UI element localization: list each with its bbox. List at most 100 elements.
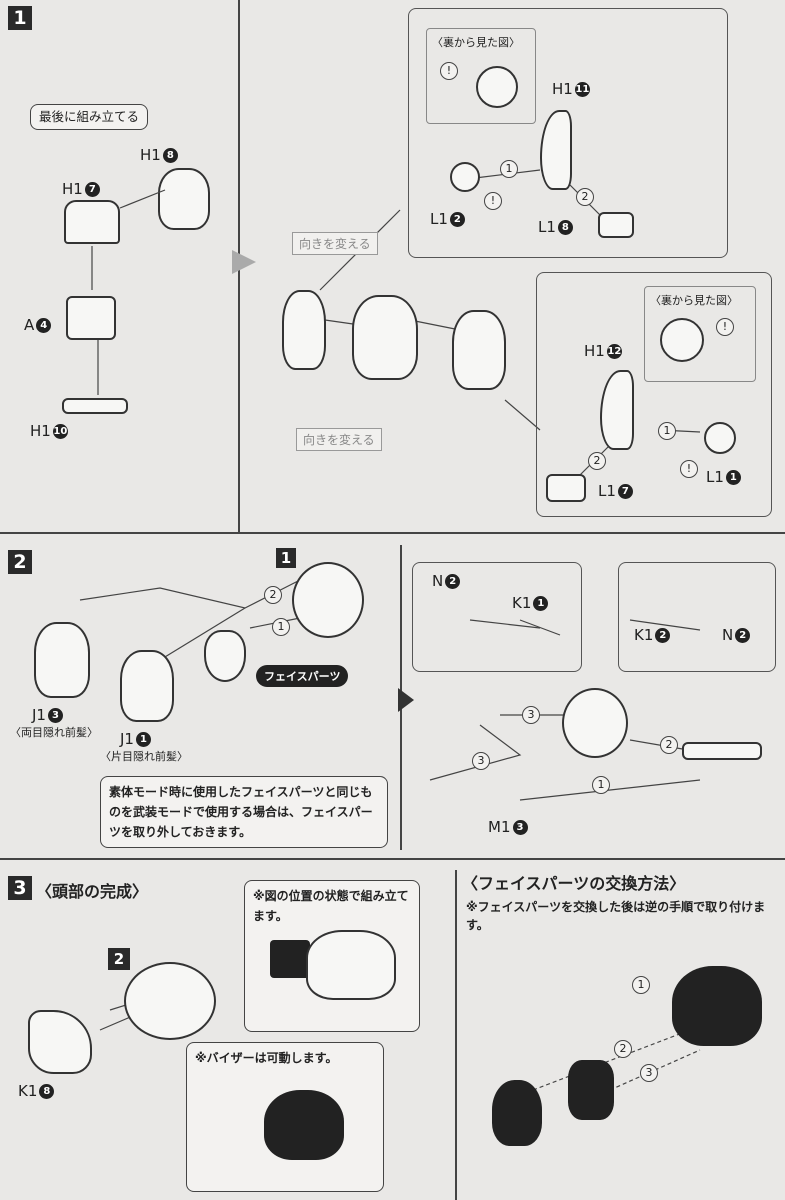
part-h1-10 — [62, 398, 128, 414]
label-text: L1 — [706, 468, 724, 486]
ref-step: 1 — [276, 548, 296, 568]
section-title: 〈フェイスパーツの交換方法〉 — [462, 874, 686, 893]
step-number: 2 — [8, 550, 32, 574]
part-a-4 — [66, 296, 116, 340]
step-circle: 1 — [500, 160, 518, 178]
part-l1-8 — [598, 212, 634, 238]
step-circle: 3 — [640, 1064, 658, 1082]
part-disc — [660, 318, 704, 362]
step-circle: 1 — [592, 776, 610, 794]
part-l1-7 — [546, 474, 586, 502]
label-text — [504, 399, 541, 431]
detail-box-lower — [536, 272, 772, 517]
caution-icon: ! — [680, 460, 698, 478]
part-h1-11 — [540, 110, 572, 190]
step-circle: 2 — [576, 188, 594, 206]
part-visor — [270, 940, 310, 978]
label-text: J1 — [32, 706, 46, 724]
part-face — [204, 630, 246, 682]
step-circle: 1 — [272, 618, 290, 636]
face-parts-label: フェイスパーツ — [256, 665, 349, 687]
part-number-badge: 2 — [655, 627, 671, 643]
label-text — [429, 724, 522, 781]
part-disc — [476, 66, 518, 108]
divider — [0, 532, 785, 534]
part-j1-3 — [34, 622, 90, 698]
step-number: 3 — [8, 876, 32, 900]
part-h1-8 — [158, 168, 210, 230]
label-text: 〈片目隠れ前髪〉 — [100, 750, 188, 763]
part-number-badge: 11 — [574, 81, 590, 97]
step-circle: 1 — [658, 422, 676, 440]
part-head — [124, 962, 216, 1040]
label-text: H1 — [552, 80, 573, 98]
part-l1-2 — [450, 162, 480, 192]
step-circle: 2 — [588, 452, 606, 470]
label-text — [398, 688, 414, 712]
part-j1-1 — [120, 650, 174, 722]
part-l1-1 — [704, 422, 736, 454]
part-number-badge: 2 — [445, 573, 461, 589]
part-number-badge: 3 — [47, 707, 63, 723]
label-text: K1 — [512, 594, 532, 612]
label-text — [469, 619, 541, 629]
part-number-badge: 12 — [606, 343, 622, 359]
part-number-badge: 7 — [617, 483, 633, 499]
part-helmet-visor — [264, 1090, 344, 1160]
part-number-badge: 10 — [52, 423, 68, 439]
label-text: K1 — [634, 626, 654, 644]
divider — [0, 858, 785, 860]
caution-icon: ! — [440, 62, 458, 80]
part-number-badge: 1 — [725, 469, 741, 485]
detail-box — [412, 562, 582, 672]
instruction-text: ※フェイスパーツを交換した後は逆の手順で取り付けます。 — [466, 900, 766, 932]
part-visor — [282, 290, 326, 370]
part-helmet — [306, 930, 396, 1000]
back-view-label: 〈裏から見た図〉 — [432, 36, 520, 49]
part-helmet — [352, 295, 418, 380]
label-text: H1 — [584, 342, 605, 360]
label-text — [119, 189, 166, 209]
part-number-badge: 8 — [162, 147, 178, 163]
label-text — [409, 319, 461, 331]
back-view-box — [426, 28, 536, 124]
turn-label: 向きを変える — [296, 428, 382, 451]
label-text: 〈両目隠れ前髪〉 — [10, 726, 98, 739]
step-number: 1 — [8, 6, 32, 30]
part-number-badge: 3 — [512, 819, 528, 835]
ref-step: 2 — [108, 948, 130, 970]
label-text: H1 — [140, 146, 161, 164]
label-text — [629, 619, 701, 631]
part-number-badge: 7 — [84, 181, 100, 197]
back-view-label: 〈裏から見た図〉 — [650, 294, 738, 307]
step-circle: 3 — [522, 706, 540, 724]
label-text — [232, 250, 256, 274]
label-text: L1 — [598, 482, 616, 500]
step-circle: 2 — [660, 736, 678, 754]
caution-icon: ! — [484, 192, 502, 210]
part-number-badge: 8 — [557, 219, 573, 235]
callout: 最後に組み立てる — [30, 104, 149, 130]
caution-icon: ! — [716, 318, 734, 336]
step-circle: 1 — [632, 976, 650, 994]
label-text: L1 — [430, 210, 448, 228]
label-text — [159, 607, 246, 661]
label-text: M1 — [488, 818, 511, 836]
part-hair — [492, 1080, 542, 1146]
label-text: A — [24, 316, 35, 334]
note-callout: 素体モード時に使用したフェイスパーツと同じものを武装モードで使用する場合は、フェ… — [100, 776, 388, 848]
